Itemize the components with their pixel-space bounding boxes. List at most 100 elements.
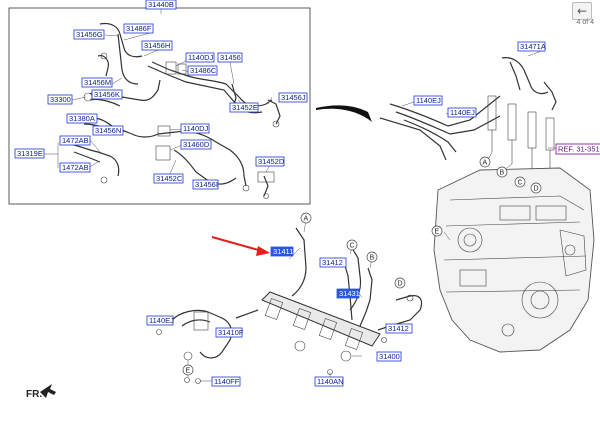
inset-label-1140dj-mid[interactable]: 1140DJ [180, 123, 210, 134]
svg-text:1140EJ: 1140EJ [450, 108, 475, 117]
svg-text:31460D: 31460D [183, 140, 210, 149]
label-1140ej-lower[interactable]: 1140EJ [146, 315, 174, 326]
svg-text:31456M: 31456M [84, 78, 111, 87]
inset-label-33300[interactable]: 33300 [47, 94, 73, 105]
label-31412-left[interactable]: 31412 [319, 257, 347, 268]
front-direction-arrow-icon [40, 384, 56, 398]
circle-tag-c-upper: C [514, 176, 526, 188]
svg-text:1472AB: 1472AB [62, 163, 89, 172]
circle-tag-d-upper: D [530, 182, 542, 194]
label-1140ej-upper-left[interactable]: 1140EJ [413, 95, 443, 106]
label-31412-right[interactable]: 31412 [385, 323, 413, 334]
svg-text:C: C [518, 180, 523, 187]
label-31410f[interactable]: 31410F [215, 327, 244, 338]
svg-text:31456I: 31456I [195, 180, 218, 189]
inset-label-31456m[interactable]: 31456M [81, 77, 113, 88]
svg-text:31456: 31456 [220, 53, 241, 62]
circle-tag-b-upper: B [496, 166, 508, 178]
label-31471a[interactable]: 31471A [517, 41, 546, 52]
svg-text:31410F: 31410F [218, 328, 244, 337]
svg-text:31411: 31411 [273, 247, 293, 256]
inset-label-31486f[interactable]: 31486F [123, 23, 154, 34]
svg-text:31319E: 31319E [17, 149, 43, 158]
inset-label-31456[interactable]: 31456 [217, 52, 243, 63]
inset-label-31456g[interactable]: 31456G [73, 29, 105, 40]
circle-tag-a-upper: A [479, 156, 491, 168]
svg-text:REF. 31-351: REF. 31-351 [558, 145, 600, 154]
engine-block [433, 167, 595, 353]
inset-label-31456i[interactable]: 31456I [192, 179, 219, 190]
svg-text:1140DJ: 1140DJ [188, 53, 214, 62]
svg-text:31412: 31412 [388, 324, 409, 333]
label-1140ff[interactable]: 1140FF [211, 376, 241, 387]
back-arrow-icon[interactable]: ← [572, 2, 592, 20]
inset-label-31456j[interactable]: 31456J [278, 92, 308, 103]
svg-text:D: D [534, 186, 539, 193]
svg-text:31440B: 31440B [148, 0, 174, 9]
label-1140an[interactable]: 1140AN [314, 376, 344, 387]
svg-text:31412: 31412 [322, 258, 343, 267]
svg-text:C: C [350, 243, 355, 250]
inset-label-31452c[interactable]: 31452C [153, 173, 184, 184]
svg-text:31452C: 31452C [156, 174, 183, 183]
inset-label-1472ab-top[interactable]: 1472AB [59, 135, 91, 146]
inset-label-31380a[interactable]: 31380A [66, 113, 98, 124]
label-31400[interactable]: 31400 [376, 351, 402, 362]
pointer-arrow-icon [211, 236, 270, 256]
circle-tag-a-lower: A [300, 212, 312, 224]
circle-tag-c-lower: C [346, 239, 358, 251]
svg-text:33300: 33300 [50, 95, 71, 104]
svg-text:31452E: 31452E [232, 103, 258, 112]
circle-tag-e-upper: E [431, 225, 443, 237]
inset-header-label[interactable]: 31440B [145, 0, 177, 10]
svg-text:E: E [435, 229, 440, 236]
label-1140ej-upper-right[interactable]: 1140EJ [447, 107, 477, 118]
label-31431-highlighted[interactable]: 31431 [336, 288, 360, 299]
svg-text:1140EJ: 1140EJ [416, 96, 441, 105]
front-direction-label: FR. [26, 389, 43, 400]
inset-label-31486c[interactable]: 31486C [187, 65, 218, 76]
svg-text:1140EJ: 1140EJ [149, 316, 174, 325]
circle-tag-b-lower: B [366, 251, 378, 263]
svg-text:31456H: 31456H [144, 41, 170, 50]
callout-pointer-shape [316, 105, 372, 122]
inset-label-31319e[interactable]: 31319E [14, 148, 45, 159]
inset-label-31452d[interactable]: 31452D [255, 156, 285, 167]
svg-text:A: A [304, 216, 309, 223]
inset-label-31456k[interactable]: 31456K [91, 89, 123, 100]
label-31411-highlighted[interactable]: 31411 [270, 246, 294, 257]
svg-text:31471A: 31471A [520, 42, 546, 51]
svg-text:31380A: 31380A [69, 114, 95, 123]
page-counter: 4 of 4 [576, 19, 594, 26]
circle-tag-e-lower: E [182, 364, 194, 376]
inset-label-31460d[interactable]: 31460D [180, 139, 212, 150]
svg-text:31431: 31431 [339, 289, 360, 298]
svg-text:31486F: 31486F [126, 24, 152, 33]
svg-text:31486C: 31486C [190, 66, 217, 75]
svg-text:1140AN: 1140AN [317, 377, 344, 386]
svg-text:B: B [370, 255, 375, 262]
inset-label-31452e[interactable]: 31452E [229, 102, 259, 113]
svg-text:B: B [500, 170, 505, 177]
svg-text:31456J: 31456J [281, 93, 306, 102]
svg-text:1140FF: 1140FF [214, 377, 240, 386]
inset-label-1140dj-top[interactable]: 1140DJ [185, 52, 215, 63]
inset-label-1472ab-bottom[interactable]: 1472AB [59, 162, 91, 173]
svg-text:E: E [186, 368, 191, 375]
inset-label-31456h[interactable]: 31456H [141, 40, 173, 51]
svg-text:31456N: 31456N [95, 126, 121, 135]
svg-text:31456G: 31456G [76, 30, 103, 39]
svg-text:31452D: 31452D [258, 157, 285, 166]
inset-leader-lines [44, 32, 273, 185]
inset-label-31456n[interactable]: 31456N [92, 125, 124, 136]
circle-tag-d-lower: D [394, 277, 406, 289]
svg-text:1472AB: 1472AB [62, 136, 89, 145]
svg-text:D: D [398, 281, 403, 288]
reference-label[interactable]: REF. 31-351 [555, 143, 600, 155]
svg-text:31456K: 31456K [94, 90, 120, 99]
svg-text:31400: 31400 [379, 352, 400, 361]
svg-text:1140DJ: 1140DJ [183, 124, 209, 133]
svg-text:A: A [483, 160, 488, 167]
injector-harness-group [379, 49, 557, 187]
